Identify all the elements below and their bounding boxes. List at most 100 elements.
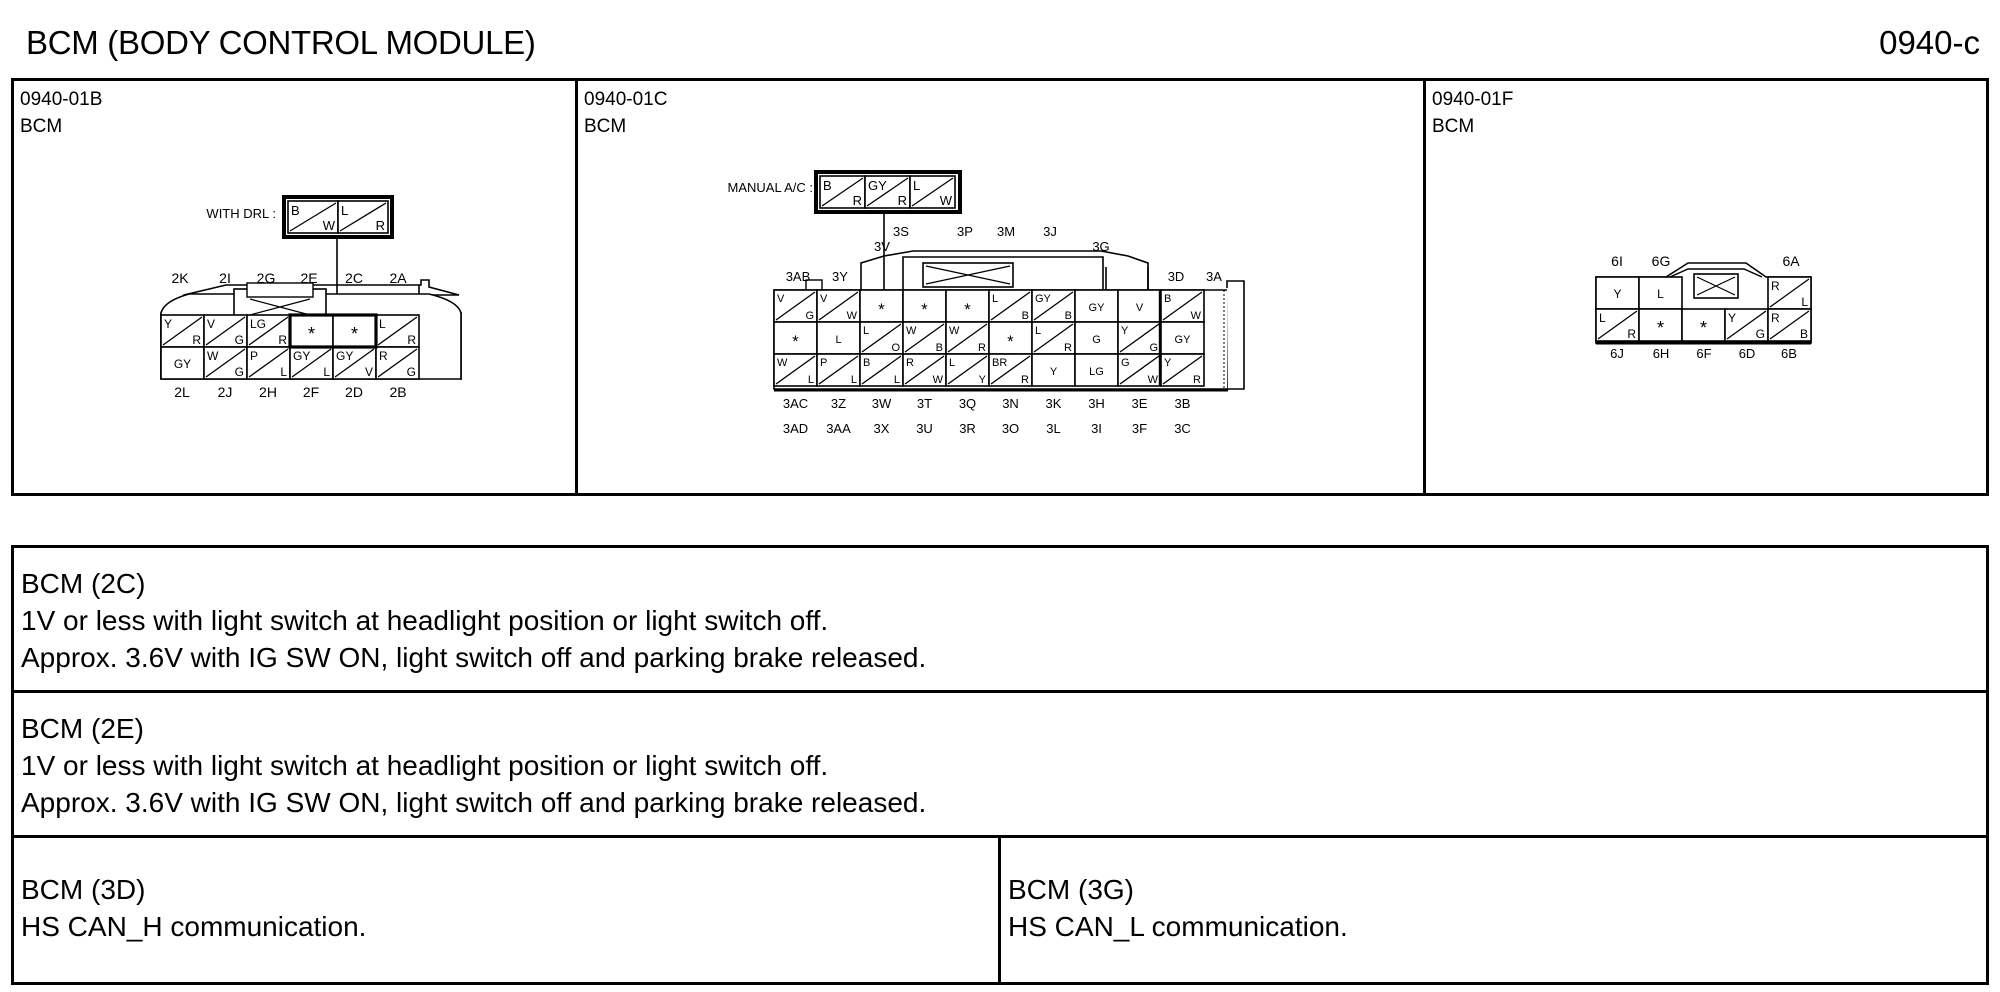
- note-heading: BCM (2E): [21, 713, 144, 744]
- pin-wire-color: GY: [1089, 302, 1106, 314]
- connector-diagram-2: WITH DRL :BWLRYRVGLGR**LRGYWGPLGYLGYVRG2…: [160, 195, 462, 400]
- pin-wire-color: Y: [1121, 325, 1129, 337]
- note-3g: BCM (3G) HS CAN_L communication.: [1008, 871, 1348, 945]
- pin-wire-color: G: [235, 365, 244, 379]
- pin-wire-color: W: [933, 374, 944, 386]
- pin-wire-color: B: [1022, 310, 1029, 322]
- pin-unused-mark: *: [921, 301, 928, 319]
- pin-cell: [988, 321, 1033, 355]
- pin-number: 2A: [389, 270, 407, 286]
- pin-number: 2G: [257, 270, 276, 286]
- pin-number: 3O: [1002, 421, 1019, 436]
- pin-wire-color: V: [777, 293, 785, 305]
- pin-number: 6A: [1782, 253, 1800, 269]
- pin-divider: [1119, 323, 1160, 353]
- pin-number: 3H: [1088, 396, 1105, 411]
- pin-number: 6H: [1653, 346, 1670, 361]
- pin-divider: [248, 348, 289, 378]
- pin-divider: [1119, 355, 1160, 385]
- pin-wire-color: R: [1193, 374, 1201, 386]
- pin-wire-color: W: [207, 349, 219, 363]
- pin-divider: [162, 316, 203, 346]
- pin-divider: [990, 291, 1031, 321]
- pin-wire-color: R: [1064, 342, 1072, 354]
- note-heading: BCM (2C): [21, 568, 146, 599]
- pin-wire-color: L: [1801, 295, 1808, 309]
- pin-wire-color: R: [407, 333, 416, 347]
- pin-wire-color: R: [278, 333, 287, 347]
- pin-number: 3A: [1206, 269, 1222, 284]
- pin-divider: [334, 348, 375, 378]
- pin-number: 3X: [874, 421, 890, 436]
- pin-wire-color: L: [913, 178, 920, 193]
- pin-divider: [377, 316, 418, 346]
- notes-table: BCM (2C) 1V or less with light switch at…: [11, 545, 1989, 985]
- pin-number: 2F: [303, 384, 319, 400]
- pin-wire-color: W: [940, 193, 953, 208]
- pin-divider: [904, 323, 945, 353]
- pin-wire-color: R: [1021, 374, 1029, 386]
- pin-unused-mark: *: [964, 301, 971, 319]
- pin-wire-color: GY: [336, 349, 353, 363]
- pin-divider: [818, 291, 859, 321]
- connector-name: BCM: [1432, 116, 1475, 137]
- pin-wire-color: R: [978, 342, 986, 354]
- pin-number: 3AD: [783, 421, 808, 436]
- pin-wire-color: L: [379, 317, 386, 331]
- pin-wire-color: LG: [1089, 366, 1104, 378]
- pin-wire-color: O: [891, 342, 900, 354]
- pin-wire-color: GY: [1035, 293, 1052, 305]
- pin-number: 6J: [1610, 346, 1624, 361]
- pin-divider: [990, 355, 1031, 385]
- pin-divider: [291, 348, 332, 378]
- pin-wire-color: GY: [174, 357, 191, 371]
- note-line: HS CAN_H communication.: [21, 911, 367, 942]
- pin-wire-color: B: [291, 203, 300, 218]
- pin-wire-color: V: [1136, 302, 1144, 314]
- connector-code: 0940-01B: [20, 89, 103, 110]
- pin-divider: [1033, 323, 1074, 353]
- pin-unused-mark: *: [1700, 318, 1707, 338]
- pin-number: 2D: [345, 384, 363, 400]
- pin-number: 3Q: [959, 396, 976, 411]
- pin-unused-mark: *: [792, 333, 799, 351]
- pin-divider: [775, 291, 816, 321]
- pin-wire-color: R: [376, 218, 385, 233]
- pin-divider: [1162, 291, 1203, 321]
- connector-housing: [1226, 280, 1245, 390]
- pin-wire-color: L: [1657, 287, 1664, 301]
- pin-unused-mark: *: [1007, 333, 1014, 351]
- pin-wire-color: Y: [1050, 366, 1058, 378]
- lock-cross: [249, 298, 311, 316]
- pin-number: 3K: [1046, 396, 1062, 411]
- pin-wire-color: R: [1771, 279, 1780, 293]
- pin-number: 3C: [1174, 421, 1191, 436]
- pin-divider: [775, 355, 816, 385]
- lock-cross: [1696, 276, 1736, 296]
- connector-name: BCM: [20, 116, 63, 137]
- pin-number: 3B: [1175, 396, 1191, 411]
- pin-unused-mark: *: [351, 324, 358, 344]
- pin-number: 2L: [174, 384, 190, 400]
- pin-divider: [1769, 278, 1810, 308]
- pin-number: 2E: [300, 270, 317, 286]
- sub-connector-frame: [282, 195, 394, 239]
- pin-number: 3M: [997, 224, 1015, 239]
- pin-wire-color: G: [805, 310, 814, 322]
- page-title: BCM (BODY CONTROL MODULE): [26, 24, 536, 61]
- pin-wire-color: R: [898, 193, 907, 208]
- lock-tab: [1693, 273, 1739, 299]
- pin-number: 2C: [345, 270, 363, 286]
- pin-number: 3G: [1092, 239, 1109, 254]
- pin-number: 3N: [1002, 396, 1019, 411]
- pin-divider: [205, 316, 246, 346]
- pin-wire-color: B: [1164, 293, 1171, 305]
- connector-code: 0940-01F: [1432, 89, 1514, 110]
- pin-wire-color: P: [250, 349, 258, 363]
- note-row: BCM (2C) 1V or less with light switch at…: [14, 548, 1986, 693]
- pin-wire-color: R: [379, 349, 388, 363]
- pin-wire-color: GY: [293, 349, 310, 363]
- pin-number: 2H: [259, 384, 277, 400]
- pin-wire-color: Y: [979, 374, 987, 386]
